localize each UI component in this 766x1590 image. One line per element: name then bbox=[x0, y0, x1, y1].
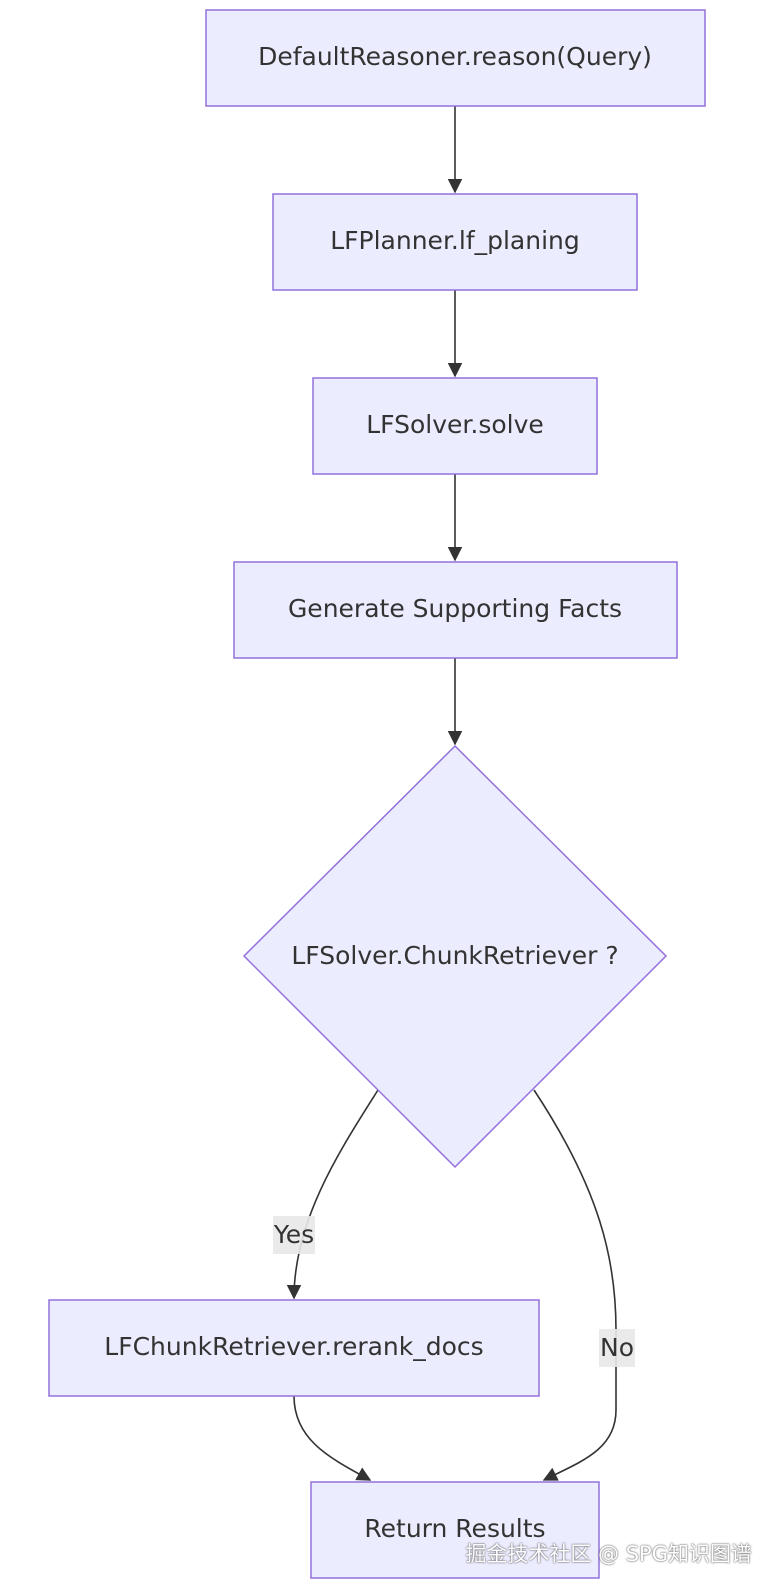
node-lf-planner-label: LFPlanner.lf_planing bbox=[330, 226, 580, 255]
node-default-reasoner-label: DefaultReasoner.reason(Query) bbox=[258, 42, 652, 71]
node-default-reasoner: DefaultReasoner.reason(Query) bbox=[205, 9, 706, 107]
edge-label-yes-text: Yes bbox=[273, 1220, 314, 1249]
node-decision-label: LFSolver.ChunkRetriever ? bbox=[291, 941, 618, 970]
edge-label-no: No bbox=[599, 1329, 635, 1367]
node-lf-solver-label: LFSolver.solve bbox=[366, 410, 544, 439]
edge-label-yes: Yes bbox=[273, 1216, 315, 1254]
node-generate-facts: Generate Supporting Facts bbox=[233, 561, 678, 659]
watermark: 掘金技术社区 @ SPG知识图谱 bbox=[465, 1542, 752, 1566]
node-lf-planner: LFPlanner.lf_planing bbox=[272, 193, 638, 291]
node-return-results: Return Results bbox=[310, 1481, 600, 1579]
edge-rerank-to-return bbox=[293, 1395, 372, 1481]
edge-decision-no bbox=[533, 1089, 617, 1481]
node-lf-solver: LFSolver.solve bbox=[312, 377, 598, 475]
edge-label-no-text: No bbox=[600, 1333, 634, 1362]
node-return-results-label: Return Results bbox=[364, 1514, 545, 1543]
node-decision: LFSolver.ChunkRetriever ? bbox=[242, 744, 668, 1169]
node-rerank-docs: LFChunkRetriever.rerank_docs bbox=[48, 1299, 540, 1397]
node-rerank-docs-label: LFChunkRetriever.rerank_docs bbox=[104, 1332, 483, 1361]
node-generate-facts-label: Generate Supporting Facts bbox=[288, 594, 622, 623]
edge-decision-yes bbox=[286, 1089, 379, 1300]
